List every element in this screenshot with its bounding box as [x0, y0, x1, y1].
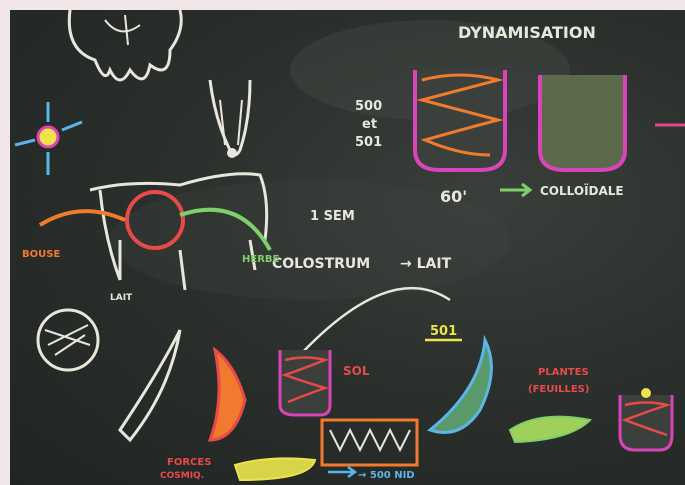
herbe-text: HERBE	[242, 254, 280, 265]
colloidale-text: COLLOÏDALE	[540, 183, 624, 198]
prep-et-text: et	[362, 117, 377, 132]
horn-sketch	[210, 80, 250, 155]
arrow-lait-text: → LAIT	[400, 256, 452, 272]
horn-orange	[210, 350, 245, 440]
arrow-500-nid-text: → 500 NID	[358, 470, 415, 481]
chalk-drawing: DYNAMISATION 500 et 501 60' COLLOÏDALE 1…	[10, 10, 685, 485]
horn-left	[120, 330, 180, 440]
arrow-green	[500, 184, 530, 196]
fiber-lines	[45, 325, 90, 355]
bouse-text: BOUSE	[22, 249, 60, 260]
title-text: DYNAMISATION	[458, 23, 596, 42]
fiber-sphere	[38, 310, 98, 370]
vessel-vortex	[415, 70, 505, 170]
prep-501-text: 501	[355, 135, 382, 150]
forces-text: FORCES	[167, 457, 211, 468]
plantes-dot	[641, 388, 651, 398]
horn-tip	[227, 148, 237, 158]
leaf-shape	[510, 417, 590, 442]
horn-detail	[220, 100, 242, 145]
vessel-colloid	[540, 75, 625, 170]
duration-text: 60'	[440, 187, 467, 206]
yellow-mass	[235, 458, 315, 480]
horn-green	[430, 340, 491, 433]
plantes-text: PLANTES	[538, 367, 589, 378]
lait-text: LAIT	[110, 293, 133, 303]
sol-text: SOL	[343, 364, 370, 378]
one-week-text: 1 SEM	[310, 209, 355, 224]
udder-veins	[105, 15, 140, 45]
wave-pattern	[330, 430, 410, 450]
cosmiques-text: COSMIQ.	[160, 471, 204, 481]
colostrum-text: COLOSTRUM	[272, 256, 370, 272]
arrow-blue	[328, 467, 355, 477]
prep-500-text: 500	[355, 99, 382, 114]
bouse-arrow	[40, 211, 125, 225]
chalkboard: DYNAMISATION 500 et 501 60' COLLOÏDALE 1…	[10, 10, 685, 485]
sun-symbol	[38, 127, 58, 147]
prep-501-underlined-text: 501	[430, 324, 457, 339]
feuilles-text: (FEUILLES)	[528, 384, 589, 395]
